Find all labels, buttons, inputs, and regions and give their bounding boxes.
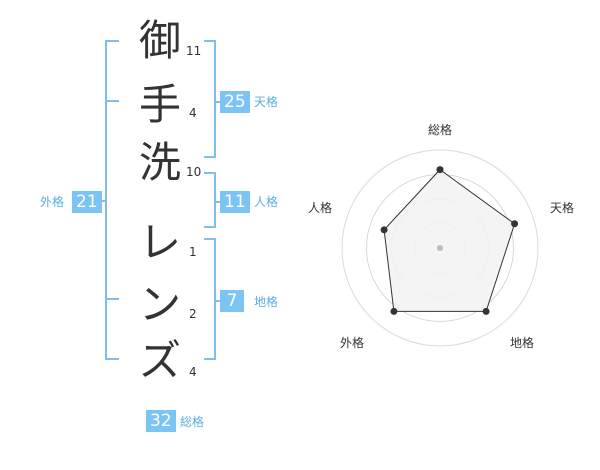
- name-char-2: 手: [138, 80, 181, 129]
- radar-label-soukaku: 総格: [428, 123, 453, 137]
- stroke-count-2: 4: [189, 106, 197, 120]
- stroke-count-5: 2: [189, 307, 197, 321]
- radar-label-gaikaku: 外格: [340, 336, 365, 350]
- radar-label-chikaku: 地格: [510, 336, 535, 350]
- stroke-count-4: 1: [189, 245, 197, 259]
- name-char-3: 洗: [138, 138, 181, 187]
- jinkaku-label: 人格: [254, 195, 279, 209]
- radar-point-1: [436, 166, 444, 174]
- radar-value-polygon: [383, 168, 516, 312]
- radar-point-3: [482, 307, 490, 315]
- stroke-count-1: 11: [186, 44, 202, 58]
- radar-label-tenkaku: 天格: [550, 201, 575, 215]
- radar-center-point: [437, 245, 443, 251]
- tenkaku-badge: 25: [220, 91, 250, 113]
- gaikaku-badge: 21: [72, 191, 102, 213]
- name-char-5: ン: [138, 280, 181, 329]
- chikaku-label: 地格: [254, 295, 279, 309]
- name-char-6: ズ: [138, 336, 181, 385]
- radar-grid-ring: [341, 149, 539, 347]
- stroke-count-6: 4: [189, 365, 197, 379]
- tenkaku-label: 天格: [254, 95, 279, 109]
- radar-point-2: [511, 220, 519, 228]
- stroke-count-3: 10: [186, 165, 202, 179]
- radar-point-5: [380, 226, 388, 234]
- jinkaku-badge: 11: [220, 191, 250, 213]
- gaikaku-label: 外格: [40, 195, 65, 209]
- chikaku-badge: 7: [220, 290, 244, 312]
- soukaku-label: 総格: [180, 415, 205, 429]
- soukaku-badge: 32: [146, 410, 176, 432]
- name-char-4: レ: [138, 218, 181, 267]
- radar-point-4: [390, 307, 398, 315]
- name-char-1: 御: [138, 16, 181, 65]
- radar-label-jinkaku: 人格: [308, 201, 333, 215]
